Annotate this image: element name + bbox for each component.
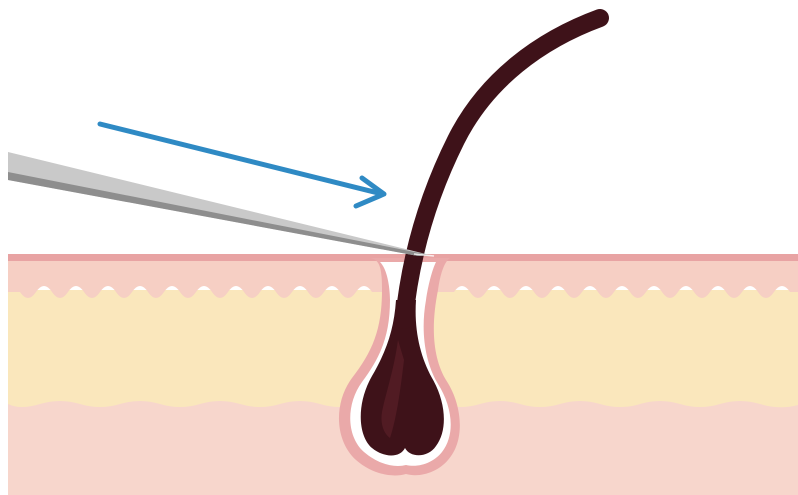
hair-removal-diagram: [0, 0, 798, 495]
diagram-canvas: [0, 0, 798, 495]
